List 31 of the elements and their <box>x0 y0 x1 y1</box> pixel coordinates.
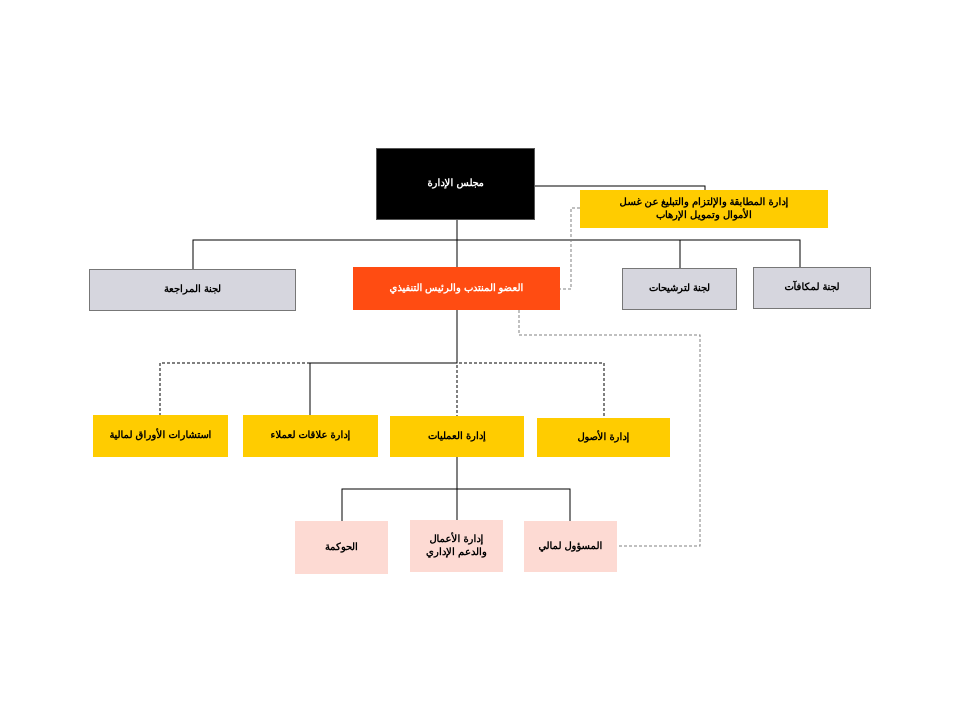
connector-line <box>456 456 570 522</box>
unit-box <box>524 521 617 572</box>
box-label: الحوكمة <box>325 540 358 554</box>
committee-box <box>753 267 871 309</box>
box-label: إدارة الأعمال والدعم الإداري <box>425 532 488 560</box>
connector-line <box>534 186 706 190</box>
department-box <box>243 415 378 457</box>
box-label: إدارة المطابقة والإلتزام والتبليغ عن غسل الأموال وتمويل الإرهاب <box>619 196 789 222</box>
connector-line <box>456 310 604 418</box>
connector-line <box>518 310 700 546</box>
box-label: لجنة لمكافآت <box>784 281 840 295</box>
committee-box <box>89 269 296 311</box>
connector-line <box>560 208 580 290</box>
box-label: لجنة المراجعة <box>164 283 221 297</box>
box-label: إدارة الأصول <box>578 430 630 444</box>
unit-box <box>410 520 503 572</box>
department-box <box>580 190 828 228</box>
box-label: العضو المنتدب والرئيس التنفيذي <box>389 282 524 296</box>
box-label: إدارة علاقات لعملاء <box>270 429 350 443</box>
board-box <box>376 148 535 220</box>
box-label: استشارات الأوراق لمالية <box>110 429 212 443</box>
department-box <box>537 418 670 457</box>
box-label: مجلس الإدارة <box>428 177 484 191</box>
box-label: لجنة لترشيحات <box>649 282 710 296</box>
box-label: المسؤول لمالي <box>538 540 602 554</box>
committee-box <box>622 268 737 310</box>
department-box <box>93 415 228 457</box>
executive-box <box>353 267 560 310</box>
box-label: إدارة العمليات <box>428 430 486 444</box>
department-box <box>390 416 524 457</box>
unit-box <box>295 521 388 574</box>
